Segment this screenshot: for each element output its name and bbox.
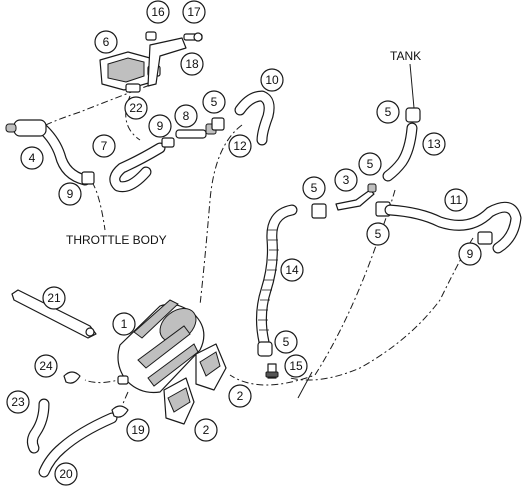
throttle-body-fitting	[5, 119, 47, 137]
svg-text:7: 7	[101, 139, 108, 153]
svg-text:14: 14	[285, 263, 299, 277]
callout-12: 12	[228, 134, 252, 158]
callout-20: 20	[54, 462, 78, 486]
svg-text:9: 9	[467, 247, 474, 261]
svg-text:12: 12	[233, 139, 247, 153]
clamp-5-lower	[257, 341, 273, 357]
hose-7	[109, 142, 166, 193]
svg-text:9: 9	[67, 187, 74, 201]
callout-1: 1	[112, 312, 136, 336]
svg-text:4: 4	[29, 151, 36, 165]
hose-20	[38, 412, 118, 478]
svg-text:21: 21	[47, 291, 61, 305]
callout-5a: 5	[202, 90, 226, 114]
callout-23: 23	[6, 390, 30, 414]
svg-text:18: 18	[185, 57, 199, 71]
svg-text:1: 1	[121, 317, 128, 331]
hose-13	[382, 122, 418, 182]
fitting-15	[265, 363, 279, 379]
clamp-9-upper	[161, 137, 175, 148]
callout-3: 3	[334, 168, 358, 192]
bracket-2-right	[195, 343, 227, 391]
clamp-9-left	[81, 171, 95, 185]
callout-5b: 5	[376, 100, 400, 124]
svg-text:23: 23	[11, 395, 25, 409]
fitting-3	[335, 183, 377, 211]
clip-5-tank	[405, 107, 421, 123]
svg-text:19: 19	[131, 423, 145, 437]
callout-9b: 9	[58, 182, 82, 206]
callout-19: 19	[126, 418, 150, 442]
throttle-body-label: THROTTLE BODY	[66, 233, 167, 247]
svg-text:20: 20	[59, 467, 73, 481]
callout-21: 21	[42, 286, 66, 310]
hose-11	[384, 201, 522, 254]
svg-text:5: 5	[367, 157, 374, 171]
callout-16: 16	[146, 0, 170, 24]
tank-label: TANK	[390, 49, 421, 63]
callout-9c: 9	[458, 242, 482, 266]
svg-text:5: 5	[211, 95, 218, 109]
callout-9a: 9	[148, 114, 172, 138]
svg-text:17: 17	[187, 5, 201, 19]
callout-5d: 5	[302, 176, 326, 200]
callout-18: 18	[180, 52, 204, 76]
bolt-17	[183, 32, 203, 42]
svg-text:5: 5	[283, 335, 290, 349]
callout-8: 8	[174, 104, 198, 128]
callout-11: 11	[444, 188, 468, 212]
callout-24: 24	[34, 354, 58, 378]
svg-text:13: 13	[427, 137, 441, 151]
svg-text:22: 22	[129, 101, 143, 115]
callout-2b: 2	[194, 418, 218, 442]
hose-14	[255, 204, 298, 348]
filter-8	[175, 123, 217, 139]
callout-5f: 5	[274, 330, 298, 354]
bracket-18	[147, 37, 187, 87]
svg-text:10: 10	[265, 73, 279, 87]
callout-4: 4	[20, 146, 44, 170]
svg-text:3: 3	[343, 173, 350, 187]
hose-10	[234, 90, 275, 146]
callout-6: 6	[94, 30, 118, 54]
wrench-21	[11, 289, 97, 339]
svg-text:2: 2	[237, 389, 244, 403]
callout-10: 10	[260, 68, 284, 92]
callout-2a: 2	[228, 384, 252, 408]
callout-15: 15	[284, 354, 308, 378]
hose-23	[26, 398, 50, 454]
callout-22: 22	[124, 96, 148, 120]
callouts: 16 17 6 18 10 5 22 8 9 12 7 4 9 5 13 5 3…	[6, 0, 482, 486]
clamp-5-mid	[311, 203, 327, 219]
svg-text:16: 16	[151, 5, 165, 19]
callout-13: 13	[422, 132, 446, 156]
hose-4	[36, 122, 91, 186]
callout-5c: 5	[358, 152, 382, 176]
bracket-2-lower	[163, 377, 195, 425]
callout-17: 17	[182, 0, 206, 24]
clamp-5-upper	[211, 117, 225, 131]
clip-19	[111, 405, 129, 418]
clamp-9-right	[477, 231, 493, 245]
svg-text:9: 9	[157, 119, 164, 133]
svg-text:5: 5	[385, 105, 392, 119]
svg-text:8: 8	[183, 109, 190, 123]
svg-text:5: 5	[375, 227, 382, 241]
svg-text:11: 11	[450, 193, 463, 207]
svg-text:2: 2	[203, 423, 210, 437]
clip-24	[63, 371, 81, 384]
callout-14: 14	[280, 258, 304, 282]
svg-text:24: 24	[39, 359, 53, 373]
callout-7: 7	[92, 134, 116, 158]
svg-text:5: 5	[311, 181, 318, 195]
svg-text:15: 15	[289, 359, 303, 373]
canister-1	[117, 299, 205, 394]
callout-5e: 5	[366, 222, 390, 246]
screw-16	[145, 31, 157, 41]
svg-text:6: 6	[103, 35, 110, 49]
